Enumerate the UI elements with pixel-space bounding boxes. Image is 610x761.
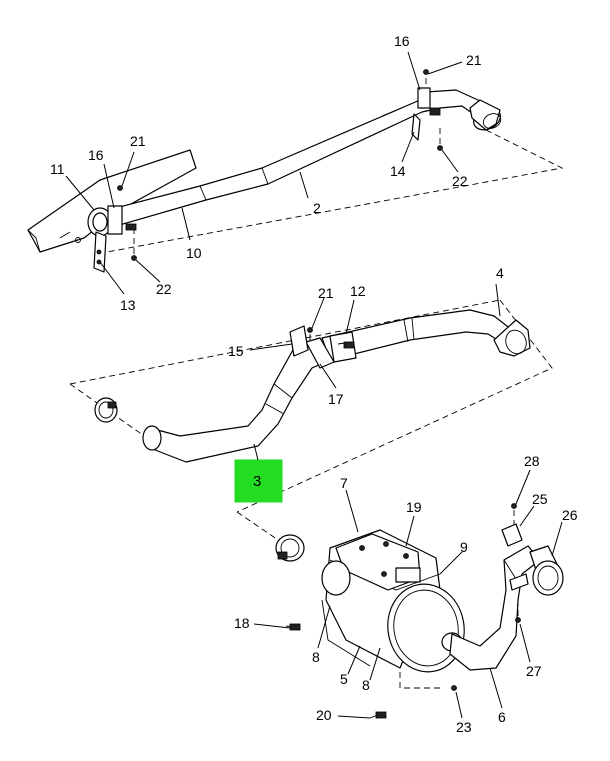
callout-17: 17 [328,391,344,407]
callout-20: 20 [316,707,332,723]
callout-16-top: 16 [394,33,410,49]
upper-pipe [107,87,502,227]
callout-15: 15 [228,343,244,359]
leader-lines [65,51,563,719]
callout-22-left: 22 [156,281,172,297]
callout-28: 28 [524,453,540,469]
callout-14: 14 [390,163,406,179]
callout-4: 4 [496,265,504,281]
callout-8-left: 8 [312,649,320,665]
callout-23: 23 [456,719,472,735]
clamp-ring-left [94,397,118,423]
callout-16-left: 16 [88,147,104,163]
middle-pipe-4 [321,309,531,361]
callout-22-right: 22 [452,173,468,189]
callout-21-mid: 21 [318,285,334,301]
callout-5: 5 [340,671,348,687]
callout-18: 18 [234,615,250,631]
callout-25: 25 [532,491,548,507]
fasteners-lower [285,623,457,719]
upper-pipe-front-clamp [87,69,443,273]
callout-labels: 16 21 14 22 2 11 16 21 10 22 13 4 21 12 … [50,33,578,735]
callout-2: 2 [313,200,321,216]
callout-10: 10 [186,245,202,261]
callout-11: 11 [50,161,65,177]
callout-19: 19 [406,499,422,515]
callout-21-top: 21 [466,52,482,68]
tail-pipe-6 [449,503,564,671]
callout-21-left: 21 [130,133,146,149]
callout-3[interactable]: 3 [253,473,261,490]
callout-27: 27 [526,663,542,679]
callout-26: 26 [562,507,578,523]
callout-8-bottom: 8 [362,677,370,693]
callout-12: 12 [350,283,366,299]
part-3-highlight-box[interactable] [234,459,283,503]
callout-7: 7 [340,475,348,491]
callout-13: 13 [120,297,136,313]
middle-pipe-3 [142,325,335,463]
clamp-ring-lower [275,534,305,562]
middle-pipe-clamp-12 [329,331,357,363]
callout-9: 9 [460,539,468,555]
callout-6: 6 [498,709,506,725]
